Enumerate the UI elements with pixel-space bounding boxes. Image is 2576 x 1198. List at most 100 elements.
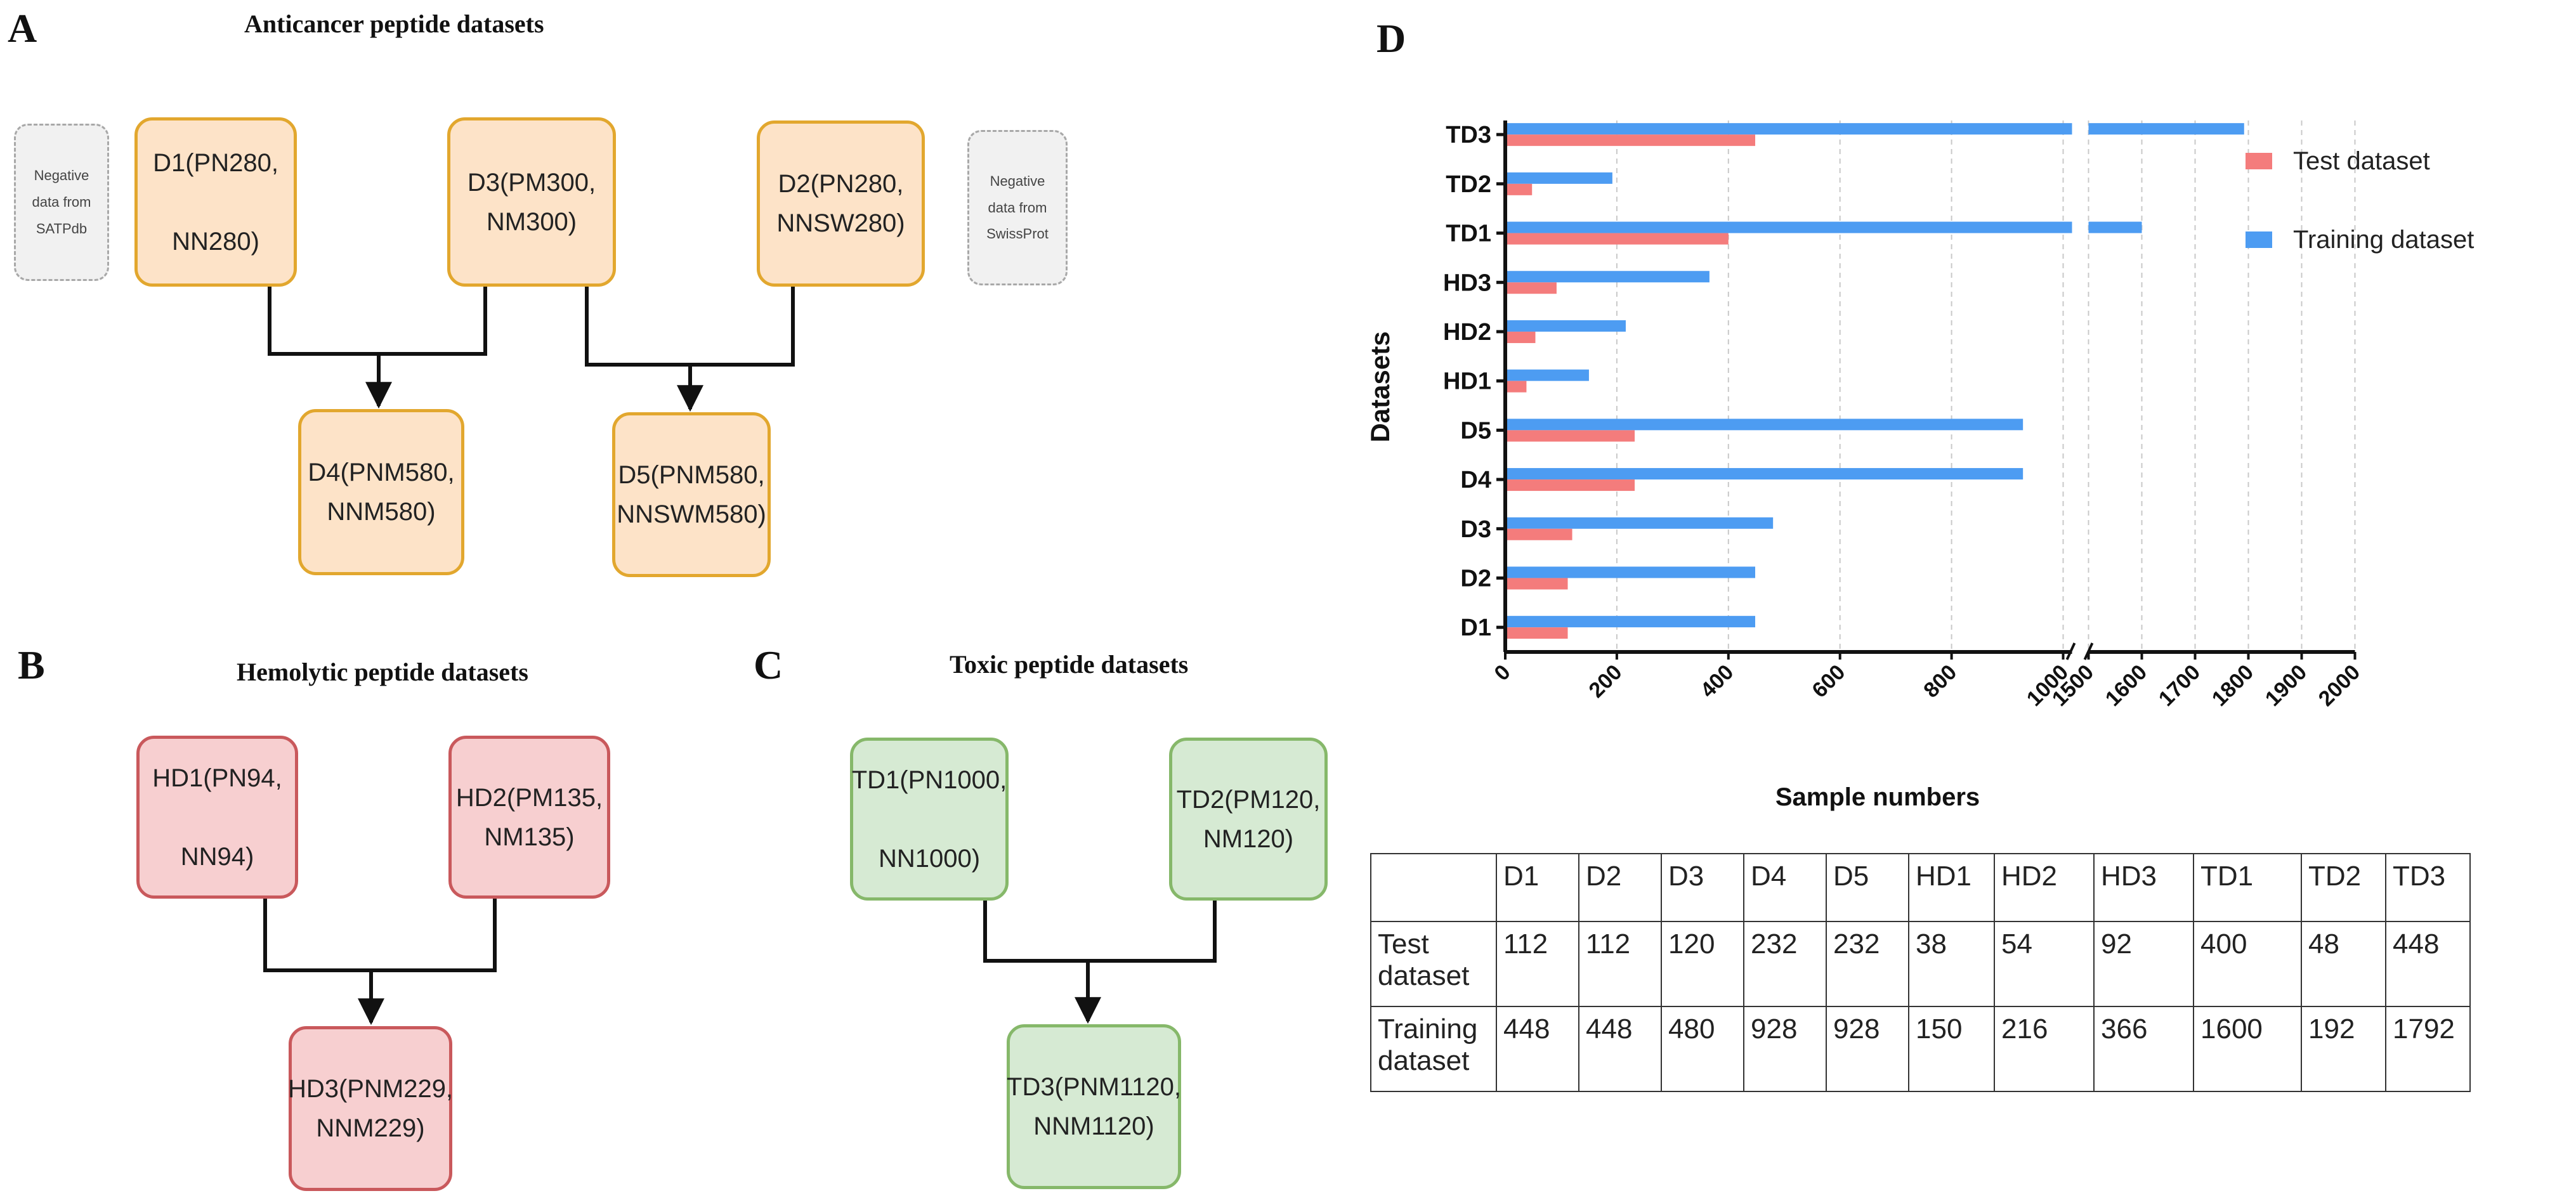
dataset-box-d3: D3(PM300, NM300) bbox=[447, 117, 616, 287]
training-bar bbox=[1505, 172, 1612, 184]
test-bar bbox=[1505, 233, 1729, 245]
x-tick-label: 800 bbox=[1919, 660, 1961, 703]
table-cell: 232 bbox=[1743, 921, 1827, 1007]
panel-a-title: Anticancer peptide datasets bbox=[244, 10, 544, 38]
axis-break-mark bbox=[2065, 642, 2076, 660]
test-bar bbox=[1505, 282, 1557, 294]
x-tick-label: 0 bbox=[1489, 660, 1515, 686]
test-bar bbox=[1505, 430, 1635, 442]
test-bar bbox=[1505, 627, 1568, 639]
table-cell: 48 bbox=[2301, 921, 2386, 1007]
dataset-box-d1: D1(PN280, NN280) bbox=[134, 117, 297, 287]
negative-data-satpdb-box: Negative data from SATPdb bbox=[14, 124, 109, 281]
test-bar bbox=[1505, 578, 1568, 590]
panel-b-title: Hemolytic peptide datasets bbox=[237, 658, 528, 686]
table-cell: TD2 bbox=[2301, 853, 2386, 922]
training-bar bbox=[1505, 320, 1626, 332]
x-tick-label: 2000 bbox=[2314, 660, 2365, 711]
training-bar bbox=[2088, 123, 2244, 135]
connector-d3-d2-to-d5 bbox=[585, 287, 795, 367]
dataset-box-hd3: HD3(PNM229, NNM229) bbox=[288, 1026, 453, 1191]
table-cell: 112 bbox=[1496, 921, 1579, 1007]
x-axis-title: Sample numbers bbox=[1775, 783, 1980, 811]
panel-d-letter: D bbox=[1376, 16, 1406, 61]
panel-c-title: Toxic peptide datasets bbox=[950, 650, 1189, 679]
dataset-box-td3: TD3(PNM1120, NNM1120) bbox=[1007, 1024, 1181, 1189]
training-bar bbox=[1505, 271, 1710, 283]
x-tick-label: 200 bbox=[1585, 660, 1627, 703]
table-cell: 366 bbox=[2093, 1006, 2194, 1092]
y-tick-label: TD3 bbox=[1446, 122, 1491, 148]
table-cell: 120 bbox=[1661, 921, 1744, 1007]
y-tick-label: D3 bbox=[1460, 516, 1491, 543]
x-tick-label: 1700 bbox=[2154, 660, 2205, 711]
y-tick-label: TD1 bbox=[1446, 221, 1491, 247]
table-cell: HD2 bbox=[1994, 853, 2095, 922]
table-cell: HD1 bbox=[1908, 853, 1995, 922]
table-row-label: Training dataset bbox=[1370, 1006, 1497, 1092]
table-cell: 112 bbox=[1578, 921, 1662, 1007]
y-tick-label: D1 bbox=[1460, 615, 1491, 641]
dataset-box-d5: D5(PNM580, NNSWM580) bbox=[612, 412, 771, 577]
y-tick-label: HD1 bbox=[1443, 368, 1491, 395]
training-bar bbox=[2088, 221, 2142, 233]
test-bar bbox=[1505, 183, 1533, 195]
test-bar bbox=[1505, 528, 1572, 540]
table-row-label bbox=[1370, 853, 1497, 922]
table-cell: 1600 bbox=[2193, 1006, 2302, 1092]
dataset-box-td1: TD1(PN1000, NN1000) bbox=[850, 738, 1009, 901]
y-tick-label: D4 bbox=[1460, 467, 1491, 493]
x-tick-label: 1600 bbox=[2101, 660, 2152, 711]
table-cell: D2 bbox=[1578, 853, 1662, 922]
table-cell: 1792 bbox=[2385, 1006, 2471, 1092]
connector-d1-d3-to-d4 bbox=[268, 287, 487, 356]
test-bar bbox=[1505, 479, 1635, 492]
table-cell: HD3 bbox=[2093, 853, 2194, 922]
table-cell: 150 bbox=[1908, 1006, 1995, 1092]
y-axis-title: Datasets bbox=[1365, 331, 1395, 442]
dataset-box-td2: TD2(PM120, NM120) bbox=[1169, 738, 1328, 901]
table-cell: D5 bbox=[1826, 853, 1909, 922]
y-tick-label: D2 bbox=[1460, 565, 1491, 592]
legend-label-test: Test dataset bbox=[2293, 147, 2430, 175]
table-row-label: Test dataset bbox=[1370, 921, 1497, 1007]
table-cell: 448 bbox=[2385, 921, 2471, 1007]
legend-swatch-training bbox=[2246, 231, 2272, 248]
table-cell: 480 bbox=[1661, 1006, 1744, 1092]
dataset-box-hd2: HD2(PM135, NM135) bbox=[448, 736, 610, 899]
y-tick-label: D5 bbox=[1460, 417, 1491, 444]
table-cell: 38 bbox=[1908, 921, 1995, 1007]
table-cell: TD1 bbox=[2193, 853, 2302, 922]
table-cell: 232 bbox=[1826, 921, 1909, 1007]
connector-hd1-hd2-to-hd3 bbox=[263, 899, 497, 972]
training-bar bbox=[1505, 419, 2024, 431]
connector-td1-td2-to-td3 bbox=[983, 901, 1217, 963]
training-bar bbox=[1505, 616, 1756, 628]
panel-c-letter: C bbox=[754, 642, 783, 687]
axis-break-mark bbox=[2083, 642, 2094, 660]
test-bar bbox=[1505, 331, 1536, 343]
dataset-box-d4: D4(PNM580, NNM580) bbox=[298, 409, 464, 575]
panel-b-letter: B bbox=[18, 642, 45, 687]
training-bar bbox=[1505, 468, 2024, 480]
legend-swatch-test bbox=[2246, 153, 2272, 169]
table-cell: D1 bbox=[1496, 853, 1579, 922]
y-tick-label: HD3 bbox=[1443, 270, 1491, 296]
negative-data-swissprot-box: Negative data from SwissProt bbox=[967, 130, 1068, 285]
training-bar bbox=[1505, 221, 2072, 233]
flow-connectors bbox=[263, 287, 1217, 1025]
y-tick-label: TD2 bbox=[1446, 171, 1491, 198]
training-bar bbox=[1505, 566, 1756, 578]
table-cell: 216 bbox=[1994, 1006, 2095, 1092]
test-bar bbox=[1505, 381, 1527, 393]
test-bar bbox=[1505, 134, 1756, 146]
panel-a-letter: A bbox=[8, 6, 37, 51]
table-cell: D3 bbox=[1661, 853, 1744, 922]
legend-label-training: Training dataset bbox=[2293, 226, 2474, 254]
x-tick-label: 1900 bbox=[2261, 660, 2311, 711]
table-cell: TD3 bbox=[2385, 853, 2471, 922]
